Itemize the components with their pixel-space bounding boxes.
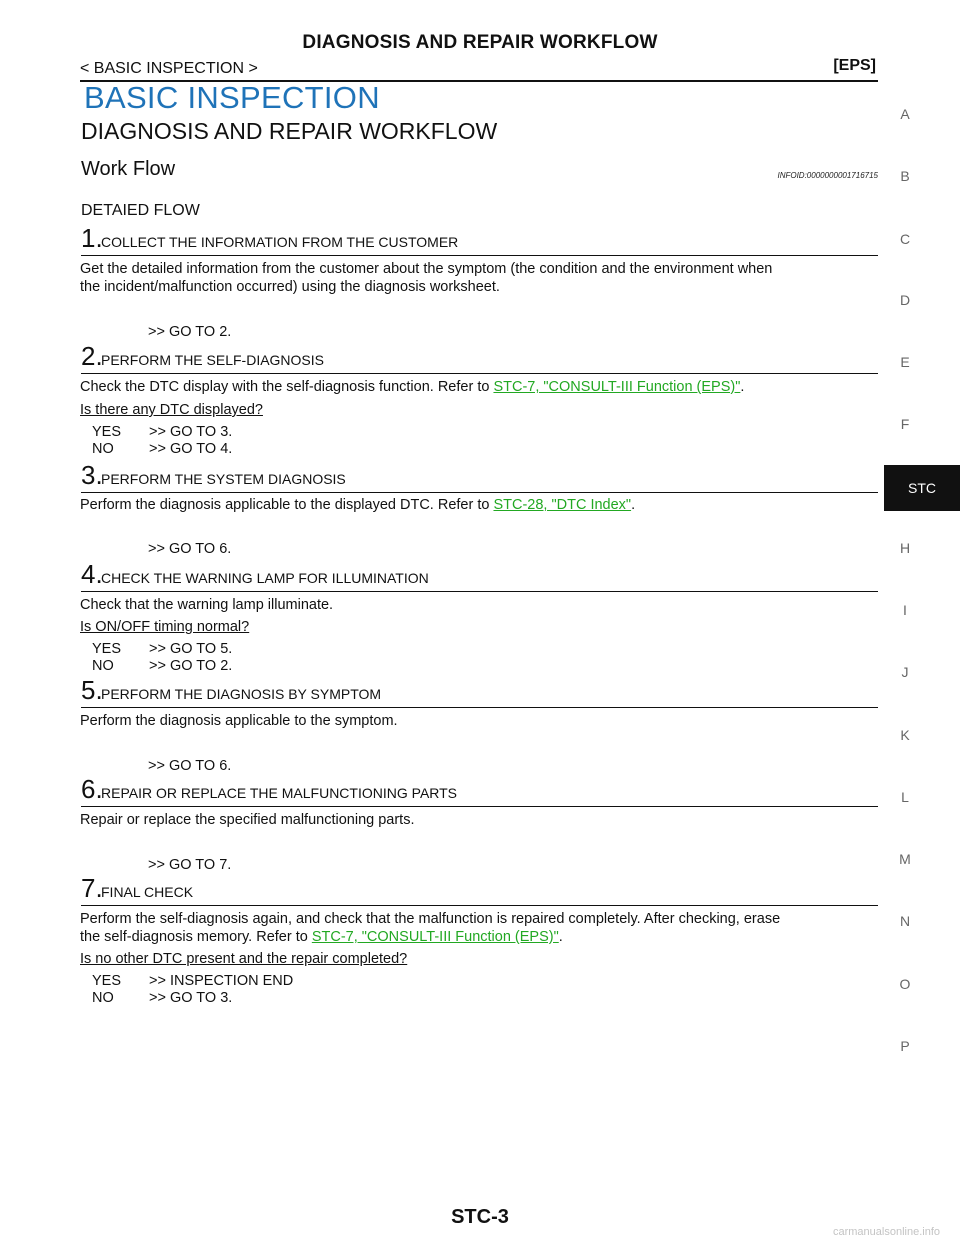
side-index-b[interactable]: B	[900, 168, 910, 184]
body-text: .	[558, 929, 563, 945]
flow-label: DETAIED FLOW	[81, 202, 200, 219]
step-1-body: Get the detailed information from the cu…	[80, 260, 878, 296]
side-index-o[interactable]: O	[899, 976, 911, 992]
side-index-n[interactable]: N	[899, 913, 911, 929]
side-index-e[interactable]: E	[900, 354, 910, 370]
step-title: PERFORM THE DIAGNOSIS BY SYMPTOM	[101, 686, 382, 702]
step-number: 7.	[81, 873, 103, 903]
step-5-heading: 5. PERFORM THE DIAGNOSIS BY SYMPTOM	[81, 677, 878, 708]
step-number: 3.	[81, 460, 103, 490]
step-2-body: Check the DTC display with the self-diag…	[80, 378, 878, 396]
answer-key: NO	[92, 990, 114, 1006]
step-5-goto: >> GO TO 6.	[148, 758, 232, 774]
step-6-body: Repair or replace the specified malfunct…	[80, 812, 415, 828]
subsection-title: DIAGNOSIS AND REPAIR WORKFLOW	[81, 118, 498, 144]
step-4-body: Check that the warning lamp illuminate.	[80, 597, 334, 613]
step-3-goto: >> GO TO 6.	[148, 541, 232, 557]
side-index-j[interactable]: J	[901, 664, 909, 680]
step-7-question: Is no other DTC present and the repair c…	[80, 951, 408, 967]
step-number: 4.	[81, 559, 103, 589]
side-index-c[interactable]: C	[899, 231, 911, 247]
body-text: the self-diagnosis memory. Refer to	[80, 929, 312, 945]
side-index-i[interactable]: I	[903, 602, 907, 618]
step-number: 2.	[81, 341, 103, 371]
step-1-goto: >> GO TO 2.	[148, 324, 232, 340]
step-7-body: Perform the self-diagnosis again, and ch…	[80, 910, 878, 946]
body-line: Get the detailed information from the cu…	[80, 261, 773, 277]
side-index-stc-active[interactable]: STC	[884, 465, 960, 511]
work-flow-title: Work Flow	[81, 158, 176, 180]
step-title: COLLECT THE INFORMATION FROM THE CUSTOME…	[101, 234, 459, 250]
info-id: INFOID:0000000001716715	[777, 171, 878, 180]
header-system-tag: [EPS]	[833, 57, 876, 74]
step-title: REPAIR OR REPLACE THE MALFUNCTIONING PAR…	[101, 785, 458, 801]
body-text: .	[740, 379, 745, 395]
side-index-k[interactable]: K	[900, 727, 910, 743]
step-7-heading: 7. FINAL CHECK	[81, 875, 878, 906]
answer-value: >> GO TO 4.	[149, 441, 233, 457]
stc-28-dtc-index-link[interactable]: STC-28, "DTC Index"	[493, 497, 632, 513]
header-rule	[80, 80, 878, 82]
step-number: 6.	[81, 774, 103, 804]
step-2-heading: 2. PERFORM THE SELF-DIAGNOSIS	[81, 343, 878, 374]
step-title: CHECK THE WARNING LAMP FOR ILLUMINATION	[101, 570, 429, 586]
step-6-heading: 6. REPAIR OR REPLACE THE MALFUNCTIONING …	[81, 776, 878, 807]
answer-value: >> GO TO 2.	[149, 658, 233, 674]
step-3-heading: 3. PERFORM THE SYSTEM DIAGNOSIS	[81, 462, 878, 493]
answer-key: NO	[92, 658, 114, 674]
step-number: 1.	[81, 223, 103, 253]
main-section-title: BASIC INSPECTION	[84, 80, 380, 115]
side-index-d[interactable]: D	[899, 292, 911, 308]
step-6-goto: >> GO TO 7.	[148, 857, 232, 873]
step-title: FINAL CHECK	[101, 884, 194, 900]
side-index-h[interactable]: H	[899, 540, 911, 556]
step-title: PERFORM THE SYSTEM DIAGNOSIS	[101, 471, 346, 487]
step-5-body: Perform the diagnosis applicable to the …	[80, 713, 398, 729]
footer-watermark: carmanualsonline.info	[832, 1226, 940, 1238]
answer-value: >> GO TO 5.	[149, 641, 233, 657]
answer-key: YES	[92, 973, 122, 989]
page-header-title: DIAGNOSIS AND REPAIR WORKFLOW	[302, 32, 658, 53]
step-number: 5.	[81, 675, 103, 705]
step-3-body: Perform the diagnosis applicable to the …	[80, 496, 878, 514]
body-line: the self-diagnosis memory. Refer to STC-…	[80, 928, 878, 946]
step-4-question: Is ON/OFF timing normal?	[80, 619, 250, 635]
step-4-heading: 4. CHECK THE WARNING LAMP FOR ILLUMINATI…	[81, 561, 878, 592]
answer-value: >> INSPECTION END	[149, 973, 294, 989]
step-1-heading: 1. COLLECT THE INFORMATION FROM THE CUST…	[81, 225, 878, 256]
side-index-p[interactable]: P	[900, 1038, 910, 1054]
header-section-label: < BASIC INSPECTION >	[80, 60, 258, 77]
step-title: PERFORM THE SELF-DIAGNOSIS	[101, 352, 324, 368]
stc-7-consult-link[interactable]: STC-7, "CONSULT-III Function (EPS)"	[493, 379, 741, 395]
answer-key: YES	[92, 641, 122, 657]
side-index-f[interactable]: F	[900, 416, 910, 432]
body-line: the incident/malfunction occurred) using…	[80, 279, 500, 295]
side-index-a[interactable]: A	[900, 106, 910, 122]
body-line: Perform the self-diagnosis again, and ch…	[80, 911, 781, 927]
body-text: .	[631, 497, 636, 513]
body-text: Perform the diagnosis applicable to the …	[80, 497, 494, 513]
side-index-m[interactable]: M	[899, 851, 911, 867]
page-number: STC-3	[451, 1206, 509, 1228]
step-2-question: Is there any DTC displayed?	[80, 402, 263, 418]
side-index-l[interactable]: L	[901, 789, 909, 805]
answer-key: NO	[92, 441, 114, 457]
answer-value: >> GO TO 3.	[149, 990, 233, 1006]
answer-key: YES	[92, 424, 122, 440]
stc-7-consult-link[interactable]: STC-7, "CONSULT-III Function (EPS)"	[311, 929, 559, 945]
body-text: Check the DTC display with the self-diag…	[80, 379, 494, 395]
answer-value: >> GO TO 3.	[149, 424, 233, 440]
